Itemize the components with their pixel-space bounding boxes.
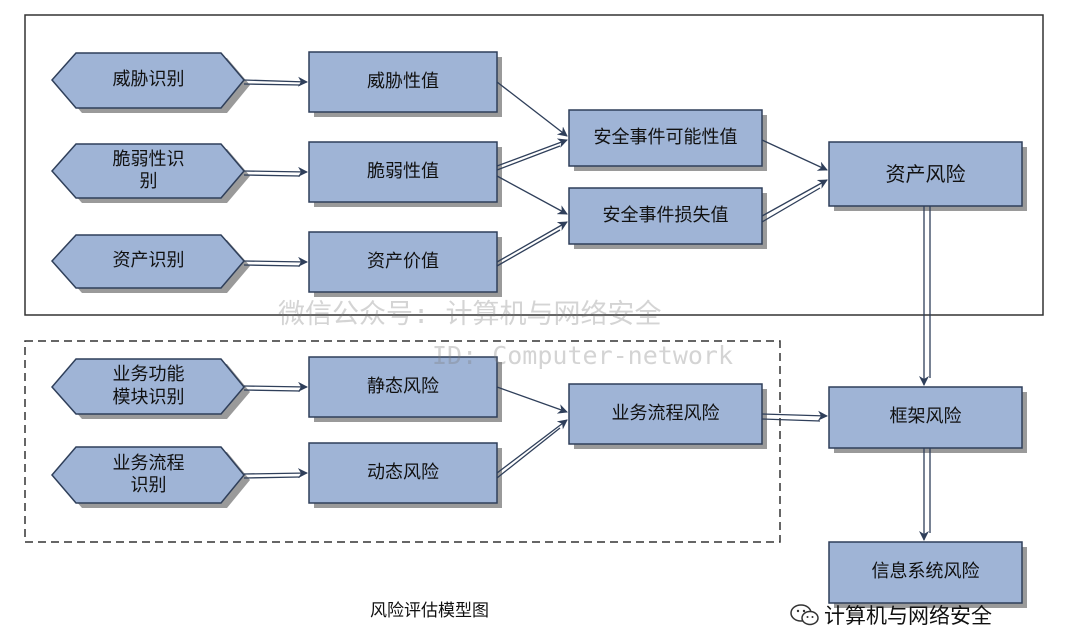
wechat-icon bbox=[790, 604, 819, 626]
connector-vuln-to-loss bbox=[496, 175, 568, 215]
diagram-caption: 风险评估模型图 bbox=[370, 601, 489, 621]
connector-loss-to-asset-risk bbox=[761, 179, 828, 217]
business-process-identification-node bbox=[51, 446, 245, 504]
connector-vuln-id-to-value bbox=[243, 166, 308, 177]
static-risk-box bbox=[308, 356, 498, 418]
info-system-risk-box bbox=[828, 541, 1023, 604]
asset-identification-node bbox=[50, 234, 245, 289]
asset-risk-box bbox=[828, 141, 1023, 207]
connector-biz-proc-id-to-dynamic bbox=[243, 468, 308, 479]
business-risk-group-frame bbox=[24, 340, 781, 543]
connector-dynamic-to-process-risk bbox=[496, 419, 568, 474]
connector-likelihood-to-asset-risk bbox=[761, 139, 828, 171]
vulnerability-identification-node bbox=[50, 143, 245, 199]
connector-threat-id-to-value bbox=[243, 76, 308, 87]
connector-asset-to-loss bbox=[496, 221, 568, 263]
watermark-line-2: ID: Computer-network bbox=[432, 341, 734, 370]
dynamic-risk-box bbox=[308, 442, 498, 504]
brand-footer: 计算机与网络安全 bbox=[790, 600, 992, 630]
asset-value-box bbox=[308, 231, 498, 293]
event-likelihood-box bbox=[568, 109, 763, 167]
asset-risk-group-frame bbox=[24, 14, 1044, 316]
threat-value-box bbox=[308, 51, 498, 113]
connector-threat-to-likelihood bbox=[496, 81, 568, 137]
connector-static-to-process-risk bbox=[496, 386, 568, 414]
event-loss-box bbox=[568, 187, 763, 245]
connector-asset-id-to-value bbox=[243, 256, 308, 267]
brand-name: 计算机与网络安全 bbox=[824, 604, 992, 628]
framework-risk-box bbox=[828, 386, 1023, 449]
vulnerability-value-box bbox=[308, 141, 498, 203]
connector-biz-func-id-to-static bbox=[243, 381, 308, 392]
threat-identification-node bbox=[51, 52, 245, 109]
business-function-identification-node bbox=[51, 358, 245, 415]
watermark-line-1: 微信公众号: 计算机与网络安全 bbox=[278, 299, 662, 330]
business-process-risk-box bbox=[568, 383, 763, 445]
connector-process-to-framework-risk bbox=[761, 410, 828, 421]
